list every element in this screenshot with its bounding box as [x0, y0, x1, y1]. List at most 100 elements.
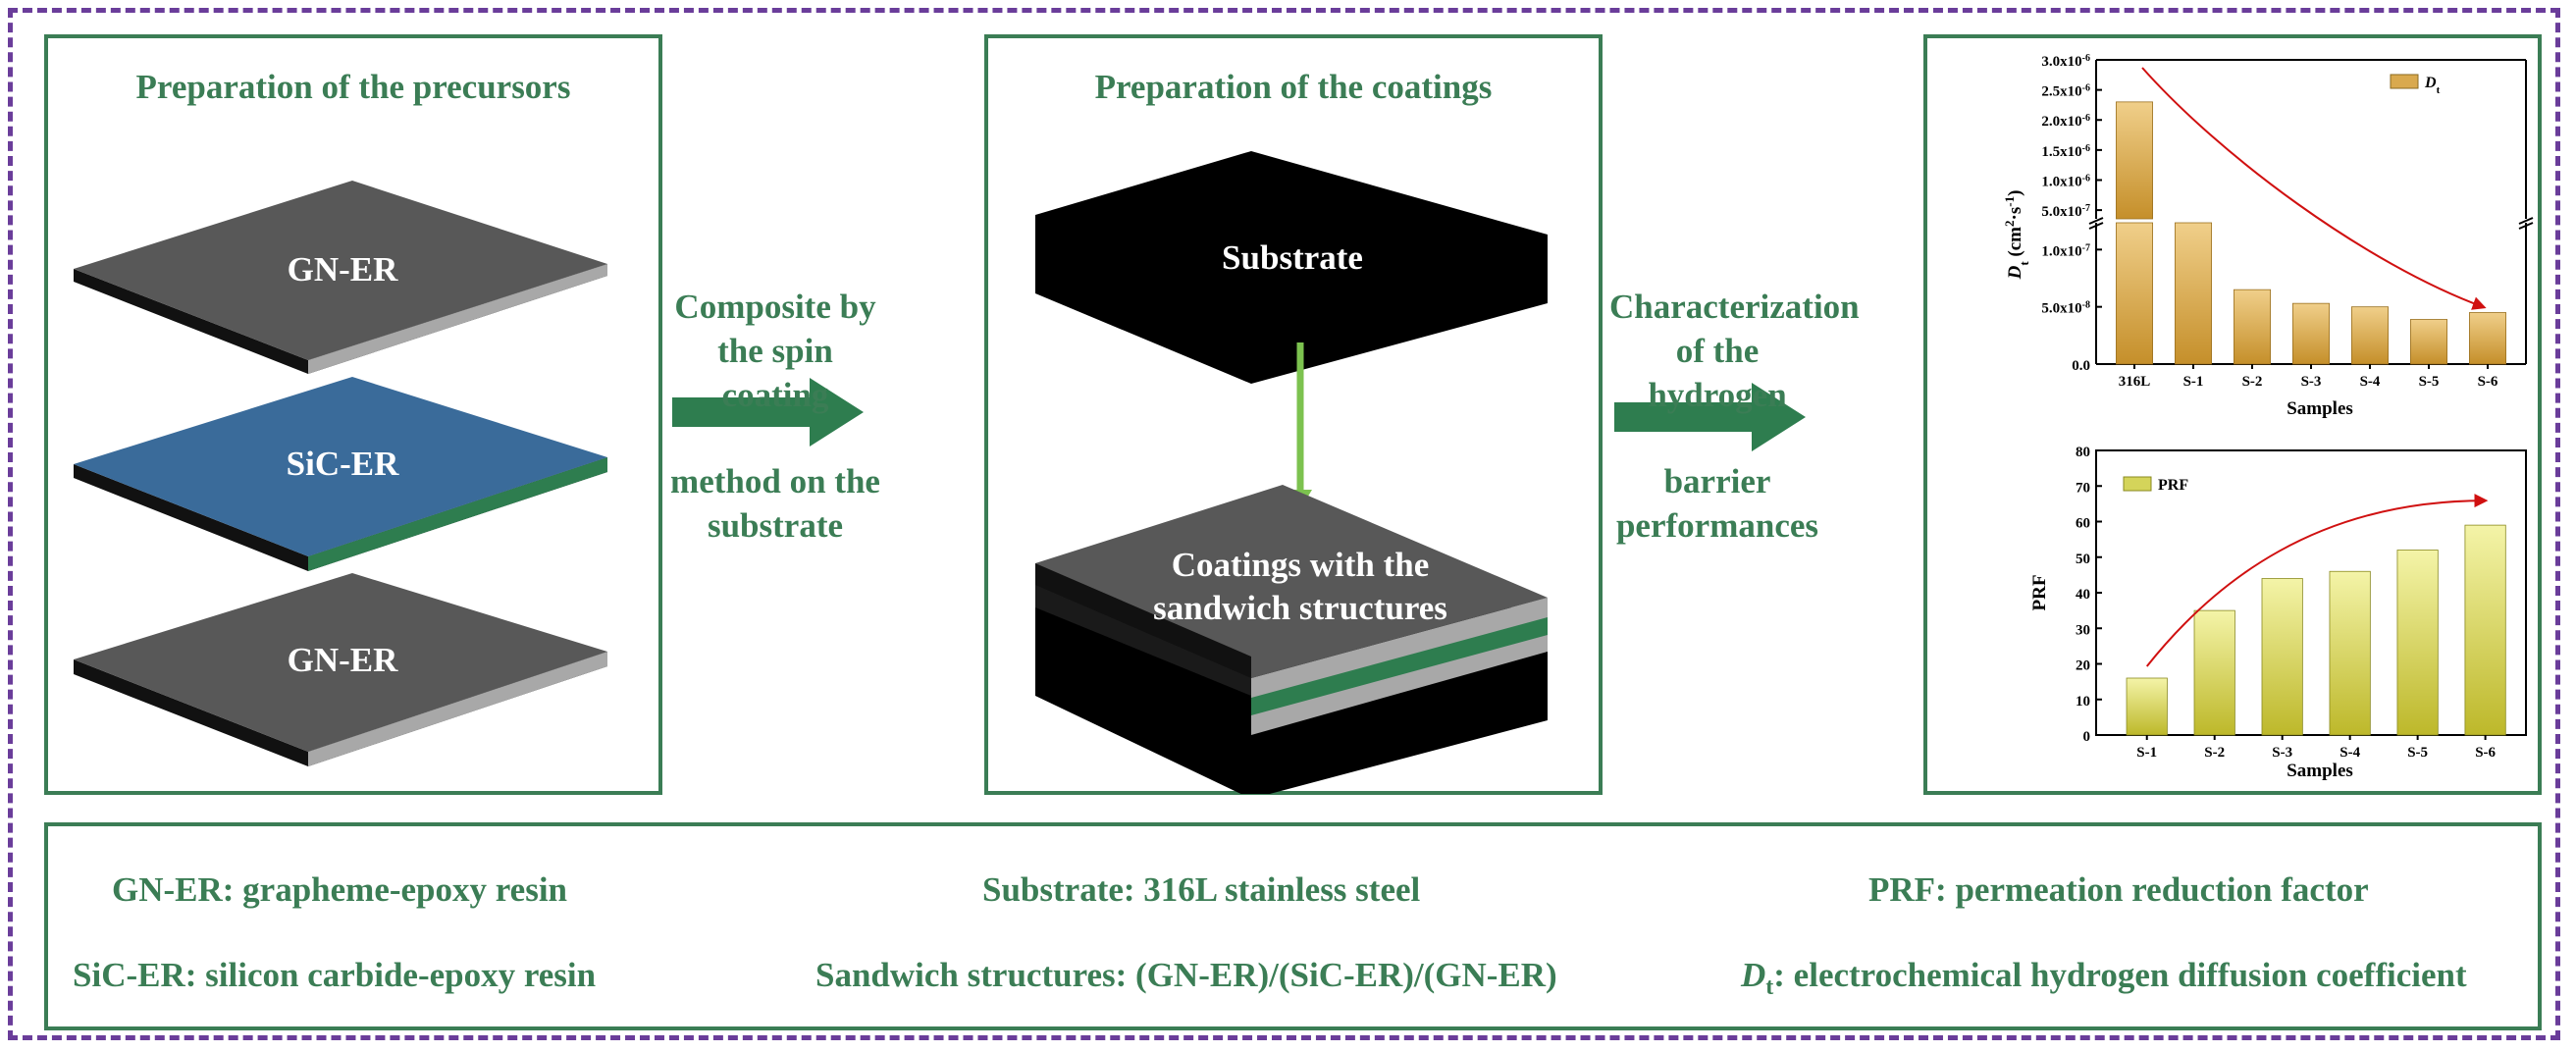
chart2-ytick-60: 60 [2076, 516, 2090, 532]
chart1-ytick-up-3: 2.0x10-6 [2041, 113, 2090, 131]
arrow1-line3: method on the [670, 462, 880, 500]
chart2-ytick-80: 80 [2076, 445, 2090, 460]
chart1-xtick-S-1: S-1 [2183, 374, 2204, 390]
chart1-ylabel-unit: (cm [2005, 227, 2025, 262]
layer-label-gn-er-2: GN-ER [288, 641, 399, 679]
diffusion-coefficient-chart: Dt (cm2·s-1) Samples Dt 0.0 5.0x10-8 1.0x1… [2002, 53, 2534, 419]
chart1-bar-S-6 [2469, 312, 2507, 365]
chart2-ytick-30: 30 [2076, 622, 2090, 638]
chart1-ytick-low-0: 0.0 [2072, 358, 2090, 374]
chart2-legend: PRF [2123, 476, 2188, 494]
coating-label-2: sandwich structures [1153, 589, 1447, 627]
chart2-ytick-20: 20 [2076, 658, 2090, 674]
coating-illustration: Substrate Coatings with the sandwich str… [1035, 151, 1548, 794]
chart1-break-mark-right-1 [2518, 217, 2534, 225]
arrow2-line3: barrier [1663, 462, 1771, 500]
chart1-ylabel-mid: ·s [2005, 207, 2025, 221]
arrow2-text-top: Characterization of the hydrogen [1609, 285, 1860, 417]
chart1-bar-S-4 [2350, 306, 2389, 365]
chart1-bar-S-5 [2409, 319, 2447, 365]
chart1-ytick-low-1: 5.0x10-8 [2041, 299, 2090, 317]
chart1-xtick-S-6: S-6 [2478, 374, 2498, 390]
chart2-xtick-S-1: S-1 [2136, 745, 2157, 761]
chart1-xtick-S-3: S-3 [2301, 374, 2322, 390]
chart1-ytick-up-5: 3.0x10-6 [2041, 53, 2090, 71]
chart2-bar-S-3 [2261, 578, 2303, 736]
sandwich-block: Coatings with the sandwich structures [1035, 485, 1548, 794]
layer-gn-er-top: GN-ER [74, 181, 607, 374]
chart2-xtick-S-3: S-3 [2272, 745, 2292, 761]
legend-dt: Dt: electrochemical hydrogen diffusion c… [1741, 956, 2467, 1001]
legend-gn-er: GN-ER: grapheme-epoxy resin [112, 870, 568, 909]
chart2-xtick-S-2: S-2 [2204, 745, 2225, 761]
substrate-label: Substrate [1222, 238, 1363, 277]
chart1-legend-swatch [2390, 74, 2419, 89]
coatings-title: Preparation of the coatings [1094, 68, 1493, 106]
chart1-break-mark-left-2 [2088, 222, 2104, 230]
legend-dt-rest: : electrochemical hydrogen diffusion coe… [1773, 956, 2467, 994]
chart2-xtick-S-6: S-6 [2475, 745, 2496, 761]
chart2-bar-S-5 [2396, 550, 2439, 736]
chart1-ylabel-end: ) [2005, 190, 2025, 196]
chart1-bar-316L-upper [2115, 101, 2153, 220]
chart2-x-label: Samples [2287, 761, 2353, 781]
chart1-xtick-S-5: S-5 [2419, 374, 2440, 390]
chart2-bar-S-1 [2126, 677, 2168, 736]
arrow1-line4: substrate [707, 506, 844, 545]
arrow2-line1: Characterization [1609, 288, 1860, 326]
layer-label-gn-er-1: GN-ER [288, 250, 399, 289]
chart1-break-mark-right-2 [2518, 222, 2534, 230]
chart1-bar-S-3 [2291, 302, 2330, 365]
layer-sic-er: SiC-ER [74, 377, 607, 571]
legend-dt-sub: t [1765, 974, 1774, 1000]
chart1-ytick-up-2: 1.5x10-6 [2041, 142, 2090, 160]
arrow1-text-top: Composite by the spin coating [667, 285, 883, 417]
chart1-xtick-S-2: S-2 [2242, 374, 2263, 390]
chart2-xtick-S-4: S-4 [2339, 745, 2360, 761]
arrow1-text-bottom: method on the substrate [667, 459, 883, 548]
abbreviation-legend: GN-ER: grapheme-epoxy resin SiC-ER: sili… [44, 822, 2542, 1030]
prf-chart: PRF Samples PRF 0 10 20 30 40 50 60 70 80S-1 S-2 S… [2029, 445, 2527, 781]
chart1-bar-316L-lower [2115, 222, 2153, 365]
chart1-xtick-S-4: S-4 [2360, 374, 2381, 390]
process-arrow-1 [672, 378, 864, 447]
coatings-panel: Preparation of the coatings Substrate Co… [984, 34, 1603, 795]
legend-substrate: Substrate: 316L stainless steel [982, 870, 1421, 909]
process-arrow-2 [1614, 383, 1806, 451]
chart1-x-label: Samples [2287, 398, 2353, 419]
chart2-ytick-50: 50 [2076, 552, 2090, 567]
substrate-block: Substrate [1035, 151, 1548, 384]
chart1-ylabel-sub: t [2017, 261, 2031, 266]
chart2-ytick-40: 40 [2076, 587, 2090, 603]
charts-panel: Dt (cm2·s-1) Samples Dt 0.0 5.0x10-8 1.0x1… [1923, 34, 2542, 795]
arrow1-line2: the spin coating [717, 332, 833, 414]
chart2-ytick-0: 0 [2083, 729, 2091, 745]
chart1-legend-label: Dt [2424, 75, 2441, 96]
chart2-ytick-70: 70 [2076, 480, 2090, 496]
dashed-frame [8, 8, 2560, 1040]
chart1-trend-arrow [2141, 67, 2487, 310]
chart2-bar-S-2 [2193, 609, 2235, 736]
arrow2-line4: performances [1615, 506, 1819, 545]
chart1-ytick-up-0: 5.0x10-7 [2041, 203, 2090, 221]
chart1-legend: Dt [2390, 74, 2441, 96]
arrow1-line1: Composite by [674, 288, 876, 326]
layer-label-sic-er: SiC-ER [287, 445, 399, 483]
chart2-trend-arrow [2145, 494, 2489, 667]
chart1-ytick-up-4: 2.5x10-6 [2041, 82, 2090, 100]
chart2-y-label: PRF [2029, 575, 2050, 611]
legend-sic-er: SiC-ER: silicon carbide-epoxy resin [73, 956, 597, 994]
chart2-ytick-10: 10 [2076, 694, 2090, 710]
chart2-legend-swatch [2123, 476, 2152, 492]
chart1-bar-S-1-lower [2174, 222, 2212, 365]
precursor-layers: GN-ER SiC-ER GN-ER [74, 181, 607, 766]
chart1-y-label-root: Dt (cm2·s-1) [2002, 190, 2031, 281]
chart1-legend-sub: t [2437, 84, 2441, 96]
chart1-ytick-up-1: 1.0x10-6 [2041, 173, 2090, 190]
chart1-bar-S-2 [2233, 289, 2271, 365]
chart1-xtick-316L: 316L [2119, 374, 2151, 390]
legend-sandwich: Sandwich structures: (GN-ER)/(SiC-ER)/(G… [815, 956, 1557, 994]
arrow2-text-bottom: barrier performances [1609, 459, 1825, 548]
chart1-ylabel-sym: D [2005, 265, 2025, 280]
precursors-title: Preparation of the precursors [135, 68, 571, 106]
